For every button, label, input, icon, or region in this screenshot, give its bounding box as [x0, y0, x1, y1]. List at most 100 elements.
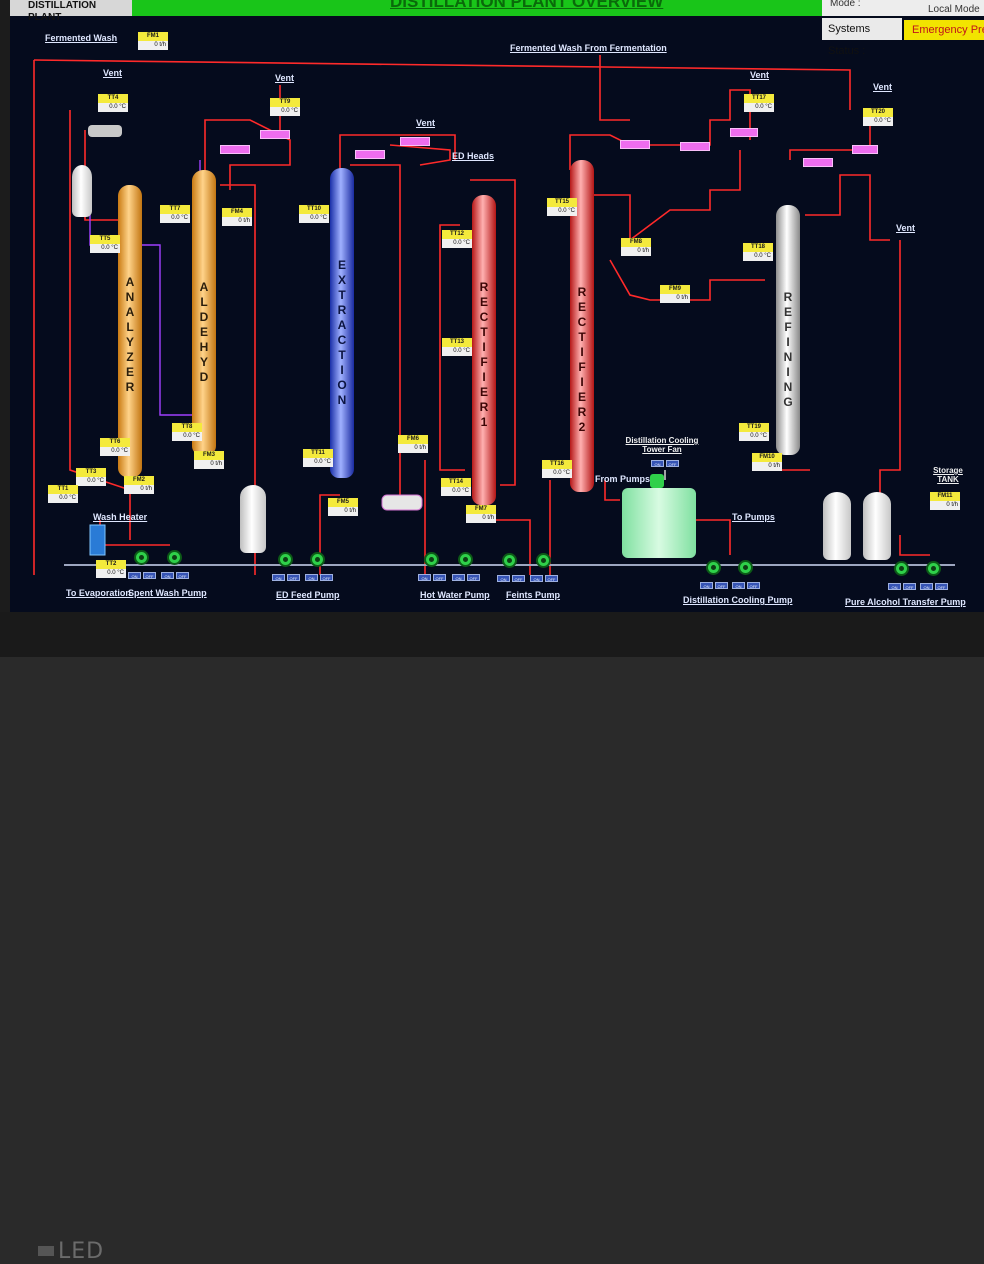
cooling-tower-fan-icon: [650, 474, 664, 488]
vent-label-extraction: Vent: [416, 118, 436, 128]
to-evaporation-label: To Evaporation: [66, 588, 131, 598]
ed-feed-pump-2-on-button[interactable]: ON: [305, 574, 318, 581]
feints-pump-2[interactable]: [536, 553, 551, 568]
pure-alcohol-pump-2-on-button[interactable]: ON: [920, 583, 933, 590]
monitor-bezel-left: [0, 0, 10, 612]
aldehyde-column-label: A L D E H Y D: [199, 280, 209, 384]
vent-label-rectifier: Vent: [750, 70, 770, 80]
spent-wash-pump-2-off-button[interactable]: OFF: [176, 572, 189, 579]
ed-feed-pump-1[interactable]: [278, 552, 293, 567]
spent-wash-pump-2-on-button[interactable]: ON: [161, 572, 174, 579]
rectifier1-column-label: R E C T I F I E R 1: [479, 280, 489, 429]
pure-alcohol-pump-2-off-button[interactable]: OFF: [935, 583, 948, 590]
spent-wash-pump-1-off-button[interactable]: OFF: [143, 572, 156, 579]
pipe-rectifier2-fm8: [629, 150, 741, 241]
pipe-extraction-low: [319, 494, 340, 575]
ed-feed-pump-2[interactable]: [310, 552, 325, 567]
pipe-ed-heads: [389, 144, 451, 166]
feints-pump-1[interactable]: [502, 553, 517, 568]
cooling-tower-fan-on-button[interactable]: ON: [651, 460, 664, 467]
condenser-aldehyde-1: [220, 145, 250, 154]
page-title: DISTILLATION PLANT OVERVIEW: [390, 0, 664, 11]
extraction-column: E X T R A C T I O N: [330, 168, 354, 478]
pipe-vent-right: [879, 240, 901, 495]
distillation-cooling-pump-2[interactable]: [738, 560, 753, 575]
analyzer-column-label: A N A L Y Z E R: [125, 275, 135, 394]
distillation-cooling-pump-1-on-button[interactable]: ON: [700, 582, 713, 589]
ed-feed-pump-1-on-button[interactable]: ON: [272, 574, 285, 581]
analyzer-reflux-vessel: [72, 165, 92, 217]
hot-water-pump-1[interactable]: [424, 552, 439, 567]
vent-label-refining: Vent: [873, 82, 893, 92]
pipe-fermentation-line: [599, 55, 630, 121]
hot-water-pump-1-on-button[interactable]: ON: [418, 574, 431, 581]
feints-pump-1-on-button[interactable]: ON: [497, 575, 510, 582]
pipe-rectifier1-top: [470, 179, 516, 486]
pure-alcohol-transfer-pump-2[interactable]: [926, 561, 941, 576]
ed-feed-pump-1-off-button[interactable]: OFF: [287, 574, 300, 581]
pure-alcohol-pump-1-on-button[interactable]: ON: [888, 583, 901, 590]
hot-water-pump-2-on-button[interactable]: ON: [452, 574, 465, 581]
distillation-cooling-pump-2-on-button[interactable]: ON: [732, 582, 745, 589]
feints-pump-2-off-button[interactable]: OFF: [545, 575, 558, 582]
fermented-wash-label: Fermented Wash: [45, 33, 118, 43]
wash-heater-label: Wash Heater: [93, 512, 148, 522]
distillation-cooling-pump-1-off-button[interactable]: OFF: [715, 582, 728, 589]
aldehyde-column: A L D E H Y D: [192, 170, 216, 455]
cooling-tower-fan-off-button[interactable]: OFF: [666, 460, 679, 467]
spent-wash-pump-1-on-button[interactable]: ON: [128, 572, 141, 579]
distillation-cooling-pump-1[interactable]: [706, 560, 721, 575]
mode-value: Local Mode: [928, 4, 980, 15]
spent-wash-pump-1[interactable]: [134, 550, 149, 565]
spent-wash-pump-label: Spent Wash Pump: [128, 588, 207, 598]
pure-alcohol-pump-1-off-button[interactable]: OFF: [903, 583, 916, 590]
hot-water-pump-1-off-button[interactable]: OFF: [433, 574, 446, 581]
wash-heater-body: [89, 524, 106, 556]
pipe-fermented-wash-top: [33, 59, 851, 110]
pure-alcohol-transfer-pump-1[interactable]: [894, 561, 909, 576]
vent-label-aldehyde: Vent: [275, 73, 295, 83]
hot-water-pump-2[interactable]: [458, 552, 473, 567]
feints-pump-label: Feints Pump: [506, 590, 561, 600]
condenser-aldehyde-2: [260, 130, 290, 139]
scada-screen: DISTILLATION PLANT DISTILLATION PLANT OV…: [10, 0, 984, 612]
hot-water-pump-label: Hot Water Pump: [420, 590, 490, 600]
analyzer-column: A N A L Y Z E R: [118, 185, 142, 477]
rectifier1-column: R E C T I F I E R 1: [472, 195, 496, 505]
pipe-spent-wash: [99, 520, 170, 546]
refining-column: R E F I N I N G: [776, 205, 800, 455]
distillation-cooling-pump-2-off-button[interactable]: OFF: [747, 582, 760, 589]
pipe-rectifier1-left: [439, 224, 465, 471]
ed-feed-pump-2-off-button[interactable]: OFF: [320, 574, 333, 581]
pipe-tower-in: [604, 480, 620, 501]
storage-tank-2: [863, 492, 891, 560]
ed-feed-tank: [240, 485, 266, 553]
led-logo-mark: [38, 1246, 54, 1256]
spent-wash-pump-2[interactable]: [167, 550, 182, 565]
rectifier2-column: R E C T I F I E R 2: [570, 160, 594, 492]
hot-water-pump-2-off-button[interactable]: OFF: [467, 574, 480, 581]
feints-pump-1-off-button[interactable]: OFF: [512, 575, 525, 582]
pipe-rectifier2-top: [569, 89, 751, 170]
condenser-extraction-2: [400, 137, 430, 146]
feints-pump-2-on-button[interactable]: ON: [530, 575, 543, 582]
ed-feed-pump-label: ED Feed Pump: [276, 590, 340, 600]
